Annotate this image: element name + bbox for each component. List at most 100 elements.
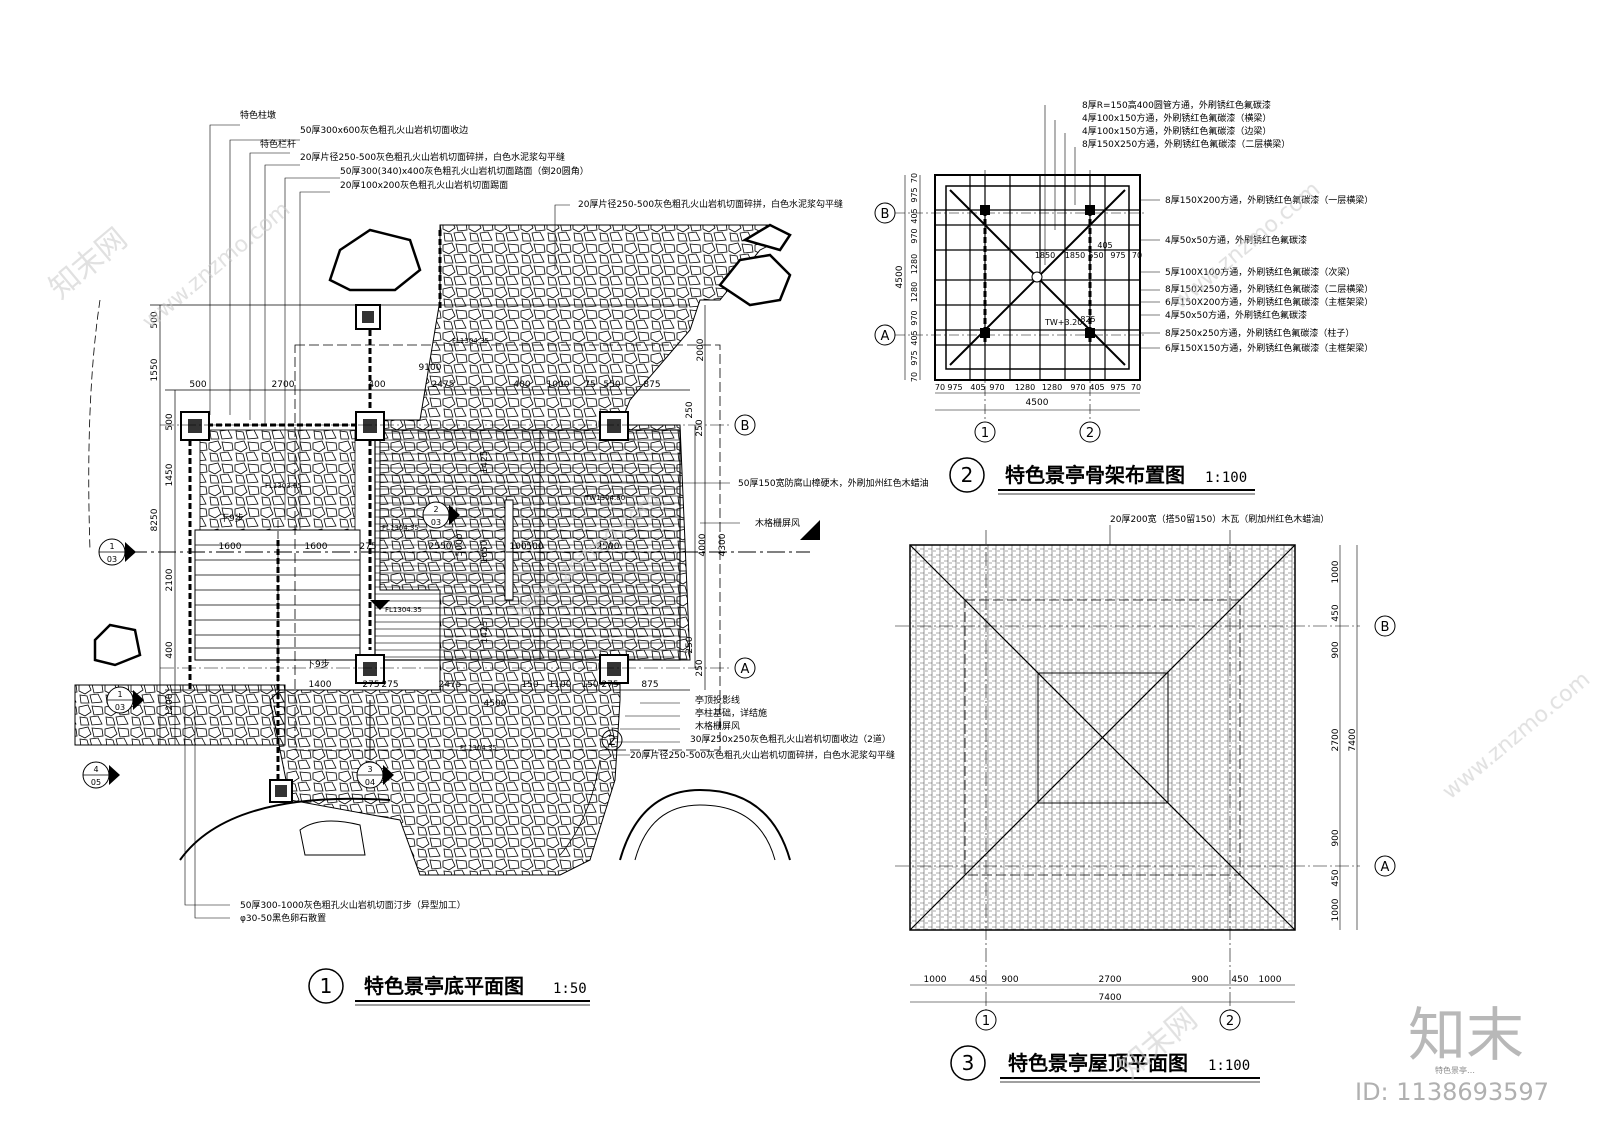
frame-dimension: 970 (910, 228, 919, 243)
dimension-label: 1000 (547, 380, 570, 390)
dimension-label: 1600 (219, 542, 242, 552)
dimension-label: 1600 (305, 542, 328, 552)
dimension-label: 275 (601, 680, 618, 690)
columns (180, 304, 629, 803)
frame-note: 8厚R=150高400圆管方通，外刷锈红色氟碳漆 (1082, 99, 1271, 111)
section-mark-sheet: 03 (431, 518, 441, 527)
plan1-top-note: 50厚300(340)x400灰色粗孔火山岩机切面踏面（倒20圆角） (340, 165, 589, 177)
plan1-scale: 1:50 (553, 981, 587, 997)
frame-axis-B-label: B (881, 207, 890, 222)
roof-dimension: 2700 (1099, 975, 1122, 985)
frame-dimension: 70 (935, 383, 945, 392)
frame-layout-plan (895, 105, 1160, 420)
frame-dimension: 975 (910, 187, 919, 202)
dimension-label: 5000 (455, 533, 465, 556)
section-mark (82, 761, 120, 789)
roof-dimension: 450 (969, 975, 986, 985)
dimension-label: 2475 (439, 680, 462, 690)
dimension-label: 75 (584, 380, 595, 390)
plan2-number: 2 (961, 463, 974, 487)
frame-total: 4500 (895, 265, 905, 288)
roof-dimension: 450 (1331, 604, 1341, 621)
dimension-label: 275 (359, 542, 376, 552)
plan1-right-note: 50厚150宽防腐山樟硬木，外刷加州红色木蜡油 (738, 477, 929, 489)
roof-axis-B-bubble (1374, 615, 1396, 637)
dimension-label: 2475 (432, 380, 455, 390)
plan3-scale: 1:100 (1208, 1058, 1250, 1074)
frame-note: 6厚150X150方通，外刷锈红色氟碳漆（主框架梁） (1165, 342, 1373, 354)
plan1-top-note: 20厚100x200灰色粗孔火山岩机切面踢面 (340, 179, 508, 191)
roof-dimension: 1000 (1331, 898, 1341, 921)
roof-dimension: 450 (1231, 975, 1248, 985)
roof-dimension: 900 (1331, 829, 1341, 846)
frame-dimension: 405 (970, 383, 985, 392)
frame-axis-2-label: 2 (1086, 426, 1094, 441)
frame-dimension: 1280 (910, 282, 919, 302)
roof-dimension: 1000 (924, 975, 947, 985)
frame-dimension: 405 (910, 330, 919, 345)
leader-lines (184, 124, 740, 919)
plan1-right-note: 木格栅屏风 (755, 517, 800, 529)
section-mark-sheet: 05 (91, 778, 101, 787)
roof-axis-A-bubble (1374, 855, 1396, 877)
dimension-label: 4500 (484, 699, 507, 709)
plan1-bottom-right-note: 亭柱基础，详结施 (695, 707, 767, 719)
plan1-bottom-right-note: 30厚250x250灰色粗孔火山岩机切面收边（2道） (690, 733, 891, 745)
frame-note: 8厚150X200方通，外刷锈红色氟碳漆（一层横梁） (1165, 194, 1373, 206)
axis-2-label: 2 (608, 734, 616, 749)
watermark-logo: 知末 (1408, 1001, 1524, 1069)
plan1-paving-note: 20厚片径250-500灰色粗孔火山岩机切面碎拼，白色水泥浆勾平缝 (578, 198, 843, 210)
plan1-top-note: 特色柱墩 (240, 109, 276, 121)
dimension-label: 275 (381, 680, 398, 690)
dimension-label: 500 (150, 311, 160, 328)
frame-dimension: 1280 (1015, 383, 1035, 392)
dimension-label: 500 (165, 413, 175, 430)
frame-inner-dimension: 1850 (1035, 251, 1055, 260)
dimension-label: 100 (509, 542, 526, 552)
frame-axis-1-label: 1 (981, 426, 989, 441)
axis-B-label: B (741, 419, 750, 434)
frame-total: 4500 (1026, 398, 1049, 408)
frame-axis-A-bubble (874, 324, 896, 346)
frame-dimension: 970 (989, 383, 1004, 392)
roof-dimension: 900 (1001, 975, 1018, 985)
frame-note: 5厚100X100方通，外刷锈红色氟碳漆（次梁） (1165, 266, 1355, 278)
dimension-label: 1450 (165, 463, 175, 486)
frame-inner-dimension: 70 (1132, 251, 1142, 260)
frame-inner-dimension: 825 (1080, 315, 1095, 324)
dimension-label: 275 (362, 680, 379, 690)
plan3-title: 特色景亭屋顶平面图 (1008, 1051, 1188, 1075)
frame-note: 4厚50x50方通，外刷锈红色氟碳漆 (1165, 309, 1307, 321)
axis-2-bubble (601, 729, 623, 751)
frame-dimension: 975 (947, 383, 962, 392)
dimension-label: 1400 (309, 680, 332, 690)
section-mark-sheet: 03 (107, 555, 117, 564)
dimension-label: 875 (641, 680, 658, 690)
roof-axis-2-label: 2 (1226, 1014, 1234, 1029)
frame-dimension: 1280 (910, 254, 919, 274)
dimension-label: 250 (695, 419, 705, 436)
frame-elevation: TW+3.20 (1044, 318, 1082, 327)
roof-dimension: 450 (1331, 869, 1341, 886)
pond-edge (619, 788, 791, 861)
frame-dimension: 70 (910, 372, 919, 382)
wood-deck (374, 429, 681, 661)
roof-axis-A-label: A (1381, 860, 1390, 875)
dimension-label: 250 (685, 401, 695, 418)
frame-note: 8厚250x250方通，外刷锈红色氟碳漆（柱子） (1165, 327, 1354, 339)
dimension-label: 1425 (480, 621, 490, 644)
dimension-label: 550 (603, 380, 620, 390)
axis-A-bubble (734, 657, 756, 679)
frame-dimension: 70 (1131, 383, 1141, 392)
stepping-stone-band (74, 684, 286, 746)
wood-screen (504, 499, 514, 601)
frame-inner-dimension: 975 (1110, 251, 1125, 260)
plan3-number: 3 (962, 1051, 975, 1075)
dimension-label: 150 (581, 680, 598, 690)
roof-plan (895, 525, 1360, 1010)
frame-axis-B-bubble (874, 202, 896, 224)
dimension-label: 1200 (165, 693, 175, 716)
dimension-label: 4300 (718, 533, 728, 556)
dimension-label: 250 (695, 659, 705, 676)
frame-note: 6厚150X200方通，外刷锈红色氟碳漆（主框架梁） (1165, 296, 1373, 308)
